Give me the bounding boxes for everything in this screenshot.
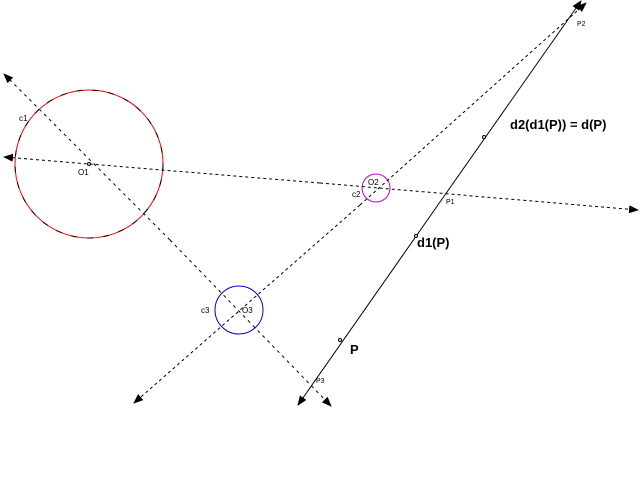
line-o2-o3 bbox=[133, 204, 361, 404]
circle-c1-overlay bbox=[14, 89, 164, 239]
line-o2-o3-b bbox=[359, 2, 587, 206]
label-c2: c2 bbox=[352, 190, 361, 199]
label-p3: P3 bbox=[316, 378, 325, 385]
label-o1: O1 bbox=[78, 168, 89, 177]
label-p2: P2 bbox=[577, 21, 586, 28]
point-d1p bbox=[414, 234, 418, 238]
circle-c1 bbox=[14, 89, 164, 239]
label-o2: O2 bbox=[368, 178, 379, 187]
line-o1-o3-b bbox=[169, 239, 332, 407]
label-c3: c3 bbox=[201, 306, 210, 315]
line-o1-o2-b bbox=[319, 182, 639, 214]
circle-c3 bbox=[214, 285, 264, 335]
line-o1-o3 bbox=[3, 73, 171, 241]
label-o3: O3 bbox=[242, 306, 253, 315]
line-p3-p2 bbox=[297, 201, 441, 406]
label-p1: P1 bbox=[446, 199, 455, 206]
point-p bbox=[338, 338, 342, 342]
label-d2d1p: d2(d1(P)) = d(P) bbox=[510, 117, 607, 132]
line-o1-o2 bbox=[3, 153, 321, 184]
point-d2d1p bbox=[482, 135, 486, 139]
label-c1: c1 bbox=[19, 114, 28, 123]
circle-c2 bbox=[361, 173, 391, 203]
label-d1p: d1(P) bbox=[417, 235, 450, 250]
line-p3-p2-b bbox=[439, 0, 582, 203]
point-o1 bbox=[87, 162, 91, 166]
label-p: P bbox=[350, 342, 359, 357]
